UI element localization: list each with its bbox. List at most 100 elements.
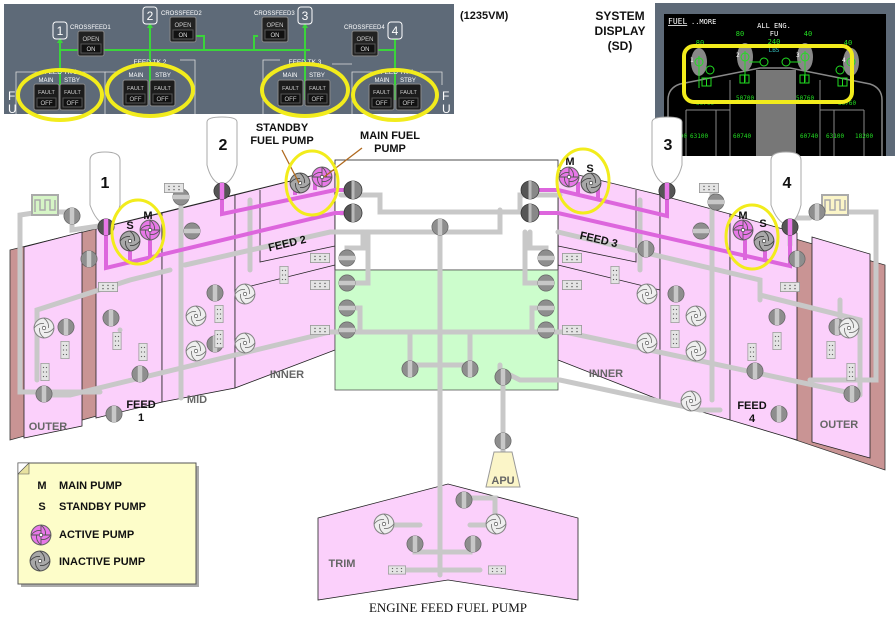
legend-item-main: M MAIN PUMP <box>37 480 122 492</box>
sd-feed3-value: 50760 <box>796 95 814 102</box>
sd-inner-right-value: 60740 <box>800 133 818 140</box>
engine-1: 1 <box>89 151 121 226</box>
svg-text:2: 2 <box>147 9 154 23</box>
feed3-standby-letter: S <box>586 163 593 175</box>
svg-text:(SD): (SD) <box>608 39 633 53</box>
legend-item-active: ACTIVE PUMP <box>30 524 134 546</box>
svg-text:OFF: OFF <box>41 101 53 107</box>
sd-engines: 1 2 3 4 <box>690 43 859 88</box>
svg-text:FAULT: FAULT <box>154 86 171 92</box>
svg-text:OFF: OFF <box>285 97 297 103</box>
sd-eng3-fu: 40 <box>804 30 812 38</box>
feed-tk3-main-button[interactable]: FAULT OFF <box>277 79 304 107</box>
label-outer-right: OUTER <box>820 419 859 431</box>
tank-feed4 <box>729 213 798 441</box>
svg-text:MAIN: MAIN <box>375 78 390 84</box>
sd-eng4-fu: 40 <box>844 39 852 47</box>
svg-text:SYSTEM: SYSTEM <box>595 9 644 23</box>
svg-text:INACTIVE PUMP: INACTIVE PUMP <box>59 556 145 568</box>
sd-mid-right-value: 63100 <box>826 133 844 140</box>
svg-text:ON: ON <box>87 47 96 53</box>
crossfeed4-button[interactable]: CROSSFEED4 OPEN ON <box>344 25 385 57</box>
svg-text:ON: ON <box>271 33 280 39</box>
sd-fu-value: 240 <box>768 38 781 46</box>
label-trim: TRIM <box>329 558 356 570</box>
main-pump-callout: MAIN FUEL PUMP <box>323 130 420 178</box>
label-feed4-line2: 4 <box>749 413 756 425</box>
engine-3: 3 <box>651 116 683 186</box>
svg-text:ON: ON <box>361 47 370 53</box>
feed4-standby-pump <box>753 230 775 252</box>
crossfeed3-button[interactable]: CROSSFEED3 OPEN ON <box>254 11 295 43</box>
feed-tk1-main-button[interactable]: FAULT OFF <box>33 83 60 111</box>
svg-text:CROSSFEED2: CROSSFEED2 <box>161 11 202 17</box>
crossfeed1-button[interactable]: CROSSFEED1 OPEN ON <box>70 25 111 57</box>
feed-tk1-stby-button[interactable]: FAULT OFF <box>59 83 86 111</box>
svg-text:4: 4 <box>842 57 846 64</box>
system-display-screen: FUEL ..MORE ALL ENG. FU 240 LBS 80 80 40… <box>655 3 895 156</box>
sd-all-eng: ALL ENG. <box>757 22 791 30</box>
svg-text:OPEN: OPEN <box>82 37 99 43</box>
feed2-main-pump <box>311 166 333 188</box>
feed-tk3-stby-button[interactable]: FAULT OFF <box>304 79 331 107</box>
svg-text:3: 3 <box>302 9 309 23</box>
svg-text:CROSSFEED3: CROSSFEED3 <box>254 11 295 17</box>
svg-text:STBY: STBY <box>400 78 416 84</box>
svg-text:CROSSFEED1: CROSSFEED1 <box>70 25 111 31</box>
apu: APU <box>485 451 521 488</box>
feed1-standby-letter: S <box>126 220 133 232</box>
sd-feed4-value: 50760 <box>838 100 856 107</box>
svg-text:OPEN: OPEN <box>174 23 191 29</box>
sd-more-link[interactable]: ..MORE <box>691 18 716 26</box>
sd-center-tank <box>756 70 796 156</box>
sd-outer-right-value: 18200 <box>855 133 873 140</box>
svg-text:FEED TK 4: FEED TK 4 <box>381 69 414 76</box>
sd-inner-left-value: 60740 <box>733 133 751 140</box>
engine-number-3: 3 <box>297 6 313 25</box>
sd-tank-dividers <box>685 80 865 156</box>
svg-text:MAIN: MAIN <box>129 73 144 79</box>
feed-tk4-main-button[interactable]: FAULT OFF <box>368 83 395 111</box>
feed1-main-letter: M <box>143 210 152 222</box>
label-feed4-line1: FEED <box>737 400 766 412</box>
svg-text:MAIN: MAIN <box>39 78 54 84</box>
label-inner-right: INNER <box>589 368 623 380</box>
sd-eng2-fu: 80 <box>736 30 744 38</box>
svg-text:OFF: OFF <box>312 97 324 103</box>
svg-text:M: M <box>37 480 46 492</box>
crossfeed2-button[interactable]: CROSSFEED2 OPEN ON <box>161 11 202 43</box>
feed-tk2-stby-button[interactable]: FAULT OFF <box>149 79 176 107</box>
feed-tk4-stby-button[interactable]: FAULT OFF <box>395 83 422 111</box>
feed4-standby-letter: S <box>759 218 766 230</box>
sd-pump-highlight <box>682 44 854 104</box>
engine-number-1: 1 <box>52 21 68 40</box>
sd-mid-left-value: 63100 <box>690 133 708 140</box>
svg-text:MAIN FUEL: MAIN FUEL <box>360 130 420 142</box>
feed1-main-pump <box>139 219 161 241</box>
system-display-title: SYSTEM DISPLAY (SD) <box>595 9 646 53</box>
svg-text:DISPLAY: DISPLAY <box>595 24 646 38</box>
svg-text:1: 1 <box>101 175 110 192</box>
sd-fu-unit: LBS <box>769 47 780 54</box>
feed-tank-highlights <box>16 62 439 122</box>
svg-text:FAULT: FAULT <box>309 86 326 92</box>
feed3-standby-pump <box>580 172 602 194</box>
svg-text:APU: APU <box>491 475 514 487</box>
sd-fu-label: FU <box>770 30 778 38</box>
svg-text:STBY: STBY <box>309 73 325 79</box>
svg-text:4: 4 <box>783 175 792 192</box>
sd-page-fuel[interactable]: FUEL <box>668 17 687 26</box>
label-mid-left: MID <box>187 394 207 406</box>
engine-number-2: 2 <box>142 6 158 25</box>
svg-text:FAULT: FAULT <box>127 86 144 92</box>
svg-text:OFF: OFF <box>130 97 142 103</box>
svg-text:FEED TK 1: FEED TK 1 <box>45 69 78 76</box>
active-pump-icon <box>30 524 52 546</box>
svg-text:FAULT: FAULT <box>282 86 299 92</box>
svg-text:CROSSFEED4: CROSSFEED4 <box>344 25 385 31</box>
svg-text:2: 2 <box>736 52 740 59</box>
feed-tk2-main-button[interactable]: FAULT OFF <box>122 79 149 107</box>
feed1-standby-pump <box>119 230 141 252</box>
panel-edge-letter-f-right: F <box>442 89 449 103</box>
